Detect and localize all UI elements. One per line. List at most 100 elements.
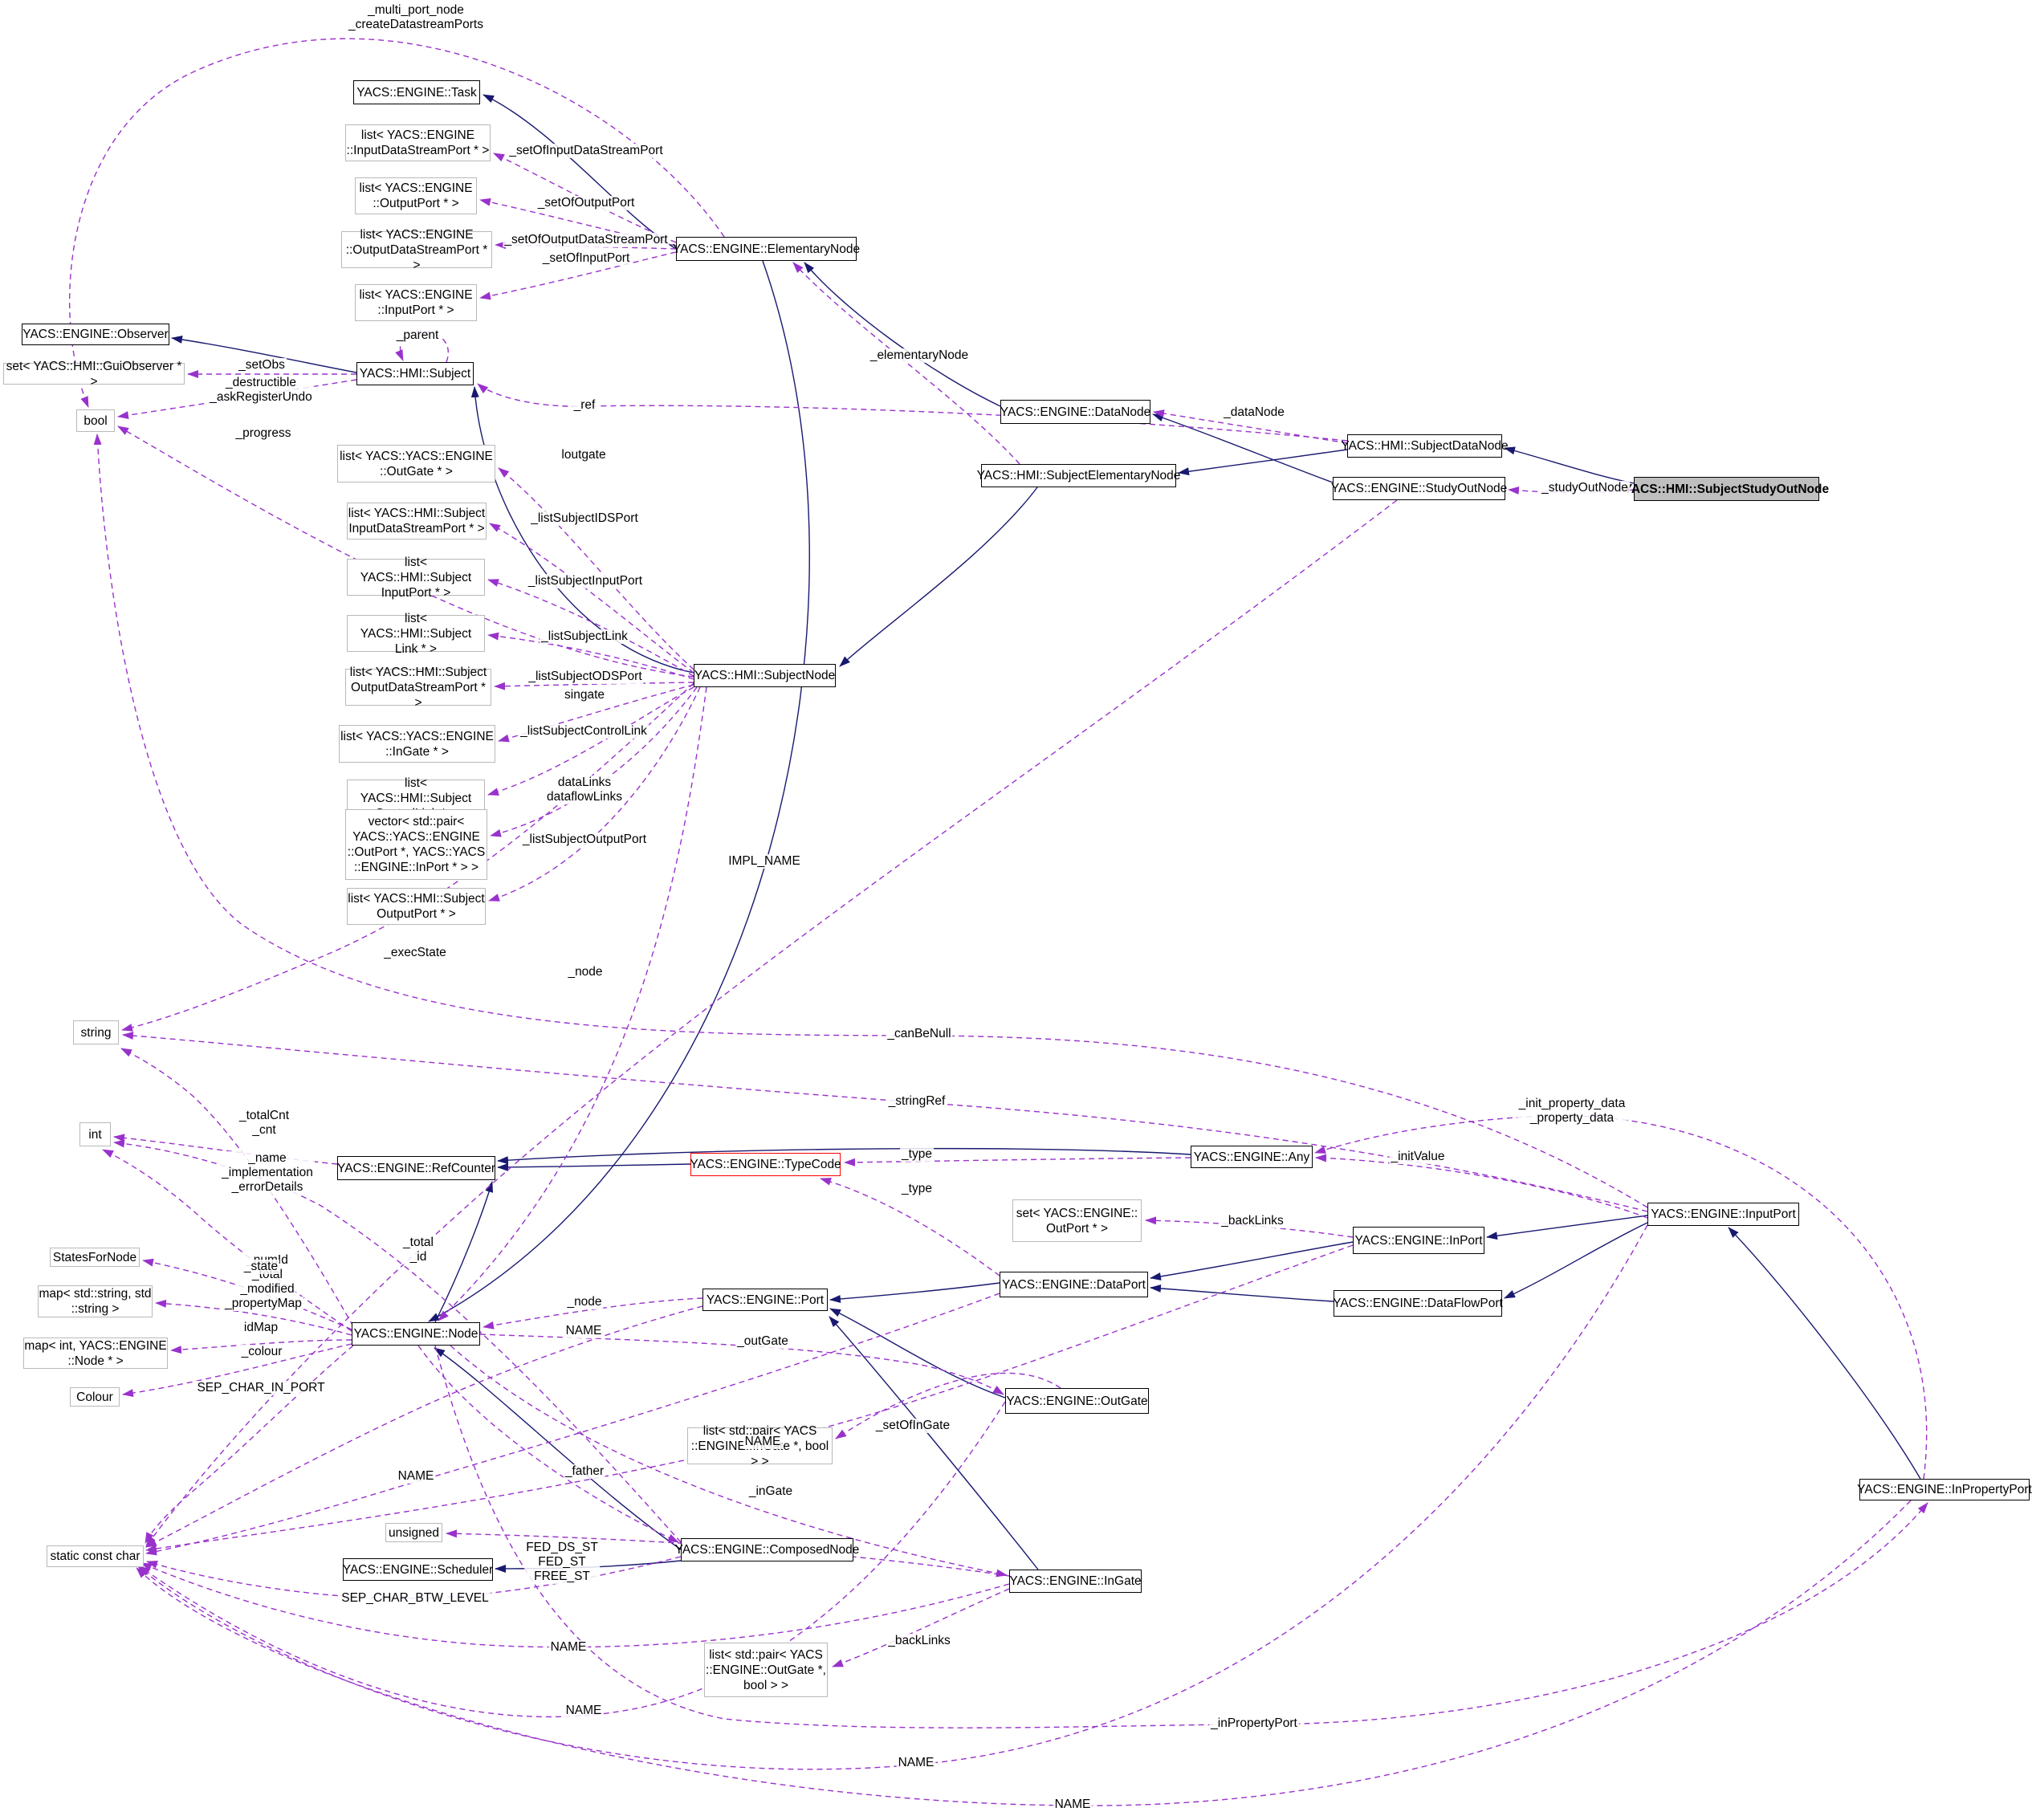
edge-label--backlinks: _backLinks <box>1220 1214 1285 1228</box>
edge-assoc-subject-data-node-to-data-node <box>1153 409 1348 444</box>
class-box-unsigned: unsigned <box>385 1523 442 1542</box>
edge-inherit-out-gate-to-port <box>829 1308 1006 1399</box>
edge-inherit-study-out-node-to-data-node <box>1152 413 1334 483</box>
edge-label--listsubjectlink: _listSubjectLink <box>540 629 629 644</box>
edge-label--parent: _parent <box>394 328 441 343</box>
edge-assoc-port-to-static-const-char <box>145 1305 703 1548</box>
class-box-list-subj-inputport: list< YACS::HMI::Subject InputPort * > <box>347 556 485 600</box>
edge-label--datanode: _dataNode <box>1222 405 1286 420</box>
class-box-data-flow-port[interactable]: YACS::ENGINE::DataFlowPort <box>1333 1290 1503 1317</box>
class-box-composed-node[interactable]: YACS::ENGINE::ComposedNode <box>675 1538 859 1561</box>
edge-assoc-node-to-states-for-node <box>142 1258 352 1330</box>
edge-assoc-node-to-map-string-string <box>155 1299 352 1336</box>
edge-assoc-input-port-to-bool <box>93 434 1648 1208</box>
edge-label--node: _node <box>565 1295 604 1309</box>
edge-assoc-any-to-type-code <box>844 1157 1191 1167</box>
class-box-subject[interactable]: YACS::HMI::Subject <box>356 362 474 385</box>
edge-label-loutgate: loutgate <box>560 448 608 462</box>
edge-label--setofingate: _setOfInGate <box>873 1419 952 1433</box>
class-box-any[interactable]: YACS::ENGINE::Any <box>1191 1146 1313 1168</box>
edge-label--stringref: _stringRef <box>886 1094 947 1109</box>
class-box-list-subj-idsp: list< YACS::HMI::Subject InputDataStream… <box>347 503 487 539</box>
class-box-elementary-node[interactable]: YACS::ENGINE::ElementaryNode <box>673 237 860 261</box>
edge-assoc-subject-data-node-to-subject <box>477 383 1348 442</box>
edge-label--inpropertyport: _inPropertyPort <box>1209 1716 1299 1731</box>
edge-assoc-in-property-port-to-any <box>1314 1115 1928 1480</box>
edge-assoc-node-to-out-gate <box>479 1333 1004 1395</box>
class-box-in-port[interactable]: YACS::ENGINE::InPort <box>1353 1227 1484 1254</box>
edge-label--setofoutputport: _setOfOutputPort <box>535 196 637 210</box>
edge-label-name: NAME <box>743 1435 783 1449</box>
class-box-int: int <box>79 1122 111 1146</box>
class-box-input-port[interactable]: YACS::ENGINE::InputPort <box>1647 1203 1799 1226</box>
edge-inherit-input-port-to-data-flow-port <box>1504 1222 1648 1299</box>
edge-inherit-subject-to-observer <box>171 336 357 373</box>
class-box-type-code[interactable]: YACS::ENGINE::TypeCode <box>690 1153 841 1176</box>
class-box-in-property-port[interactable]: YACS::ENGINE::InPropertyPort <box>1857 1479 2032 1500</box>
edge-label--studyoutnode: _studyOutNode <box>1540 481 1630 495</box>
class-box-subject-study-out-node: YACS::HMI::SubjectStudyOutNode <box>1624 477 1829 501</box>
edge-assoc-subject-node-to-list-subj-inputport <box>487 579 694 677</box>
class-box-subject-node[interactable]: YACS::HMI::SubjectNode <box>694 664 836 687</box>
edge-label--ref: _ref <box>572 398 597 413</box>
edge-assoc-out-gate-to-list-pair-ingate <box>835 1372 1061 1439</box>
class-box-task[interactable]: YACS::ENGINE::Task <box>353 80 480 104</box>
class-box-observer[interactable]: YACS::ENGINE::Observer <box>22 324 169 345</box>
edge-assoc-node-to-static-const-char <box>145 1345 354 1544</box>
class-box-list-pair-outgate: list< std::pair< YACS ::ENGINE::OutGate … <box>704 1643 828 1697</box>
edge-inherit-subject-node-to-subject <box>470 386 694 674</box>
edge-label-impl-name: IMPL_NAME <box>727 854 802 869</box>
edge-label--colour: _colour <box>239 1345 284 1359</box>
edge-inherit-input-port-to-in-port <box>1486 1215 1648 1240</box>
class-box-subject-elementary-node[interactable]: YACS::HMI::SubjectElementaryNode <box>977 464 1180 487</box>
edge-label--setofinputport: _setOfInputPort <box>540 251 632 266</box>
class-box-states-for-node: StatesForNode <box>50 1248 140 1267</box>
class-box-port[interactable]: YACS::ENGINE::Port <box>702 1289 828 1311</box>
edge-inherit-any-to-ref-counter <box>497 1147 1191 1165</box>
class-box-ref-counter[interactable]: YACS::ENGINE::RefCounter <box>337 1156 495 1180</box>
edge-label-name: NAME <box>396 1469 436 1484</box>
edge-label--type: _type <box>900 1182 934 1196</box>
edge-label-name: NAME <box>564 1324 604 1338</box>
class-box-scheduler[interactable]: YACS::ENGINE::Scheduler <box>343 1558 493 1581</box>
edge-label--setobs: _setObs <box>237 358 287 373</box>
edge-assoc-node-to-composed-node <box>417 1345 679 1543</box>
class-box-study-out-node[interactable]: YACS::ENGINE::StudyOutNode <box>1331 477 1507 500</box>
edge-label--node: _node <box>566 965 605 979</box>
class-box-node[interactable]: YACS::ENGINE::Node <box>352 1322 480 1346</box>
edge-assoc-subject-node-to-vector-pair <box>490 686 698 837</box>
edge-label--setofinputdatastreamport: _setOfInputDataStreamPort <box>507 144 665 158</box>
edge-assoc-out-gate-to-static-const-char <box>139 1401 1006 1718</box>
edge-label--listsubjectoutputport: _listSubjectOutputPort <box>520 833 649 847</box>
edge-inherit-data-flow-port-to-data-port <box>1150 1284 1334 1302</box>
edge-label--execstate: _execState <box>382 946 448 960</box>
edge-assoc-composed-node-to-int <box>113 1139 682 1543</box>
edge-label--listsubjectodsport: _listSubjectODSPort <box>527 670 644 684</box>
edge-label-singate: singate <box>563 688 606 702</box>
edge-label--listsubjectcontrollink: _listSubjectControlLink <box>519 724 649 739</box>
edge-assoc-data-port-to-static-const-char <box>145 1293 1000 1556</box>
edge-assoc-node-to-in-gate <box>450 1345 1008 1578</box>
class-box-out-gate[interactable]: YACS::ENGINE::OutGate <box>1005 1388 1149 1414</box>
edge-assoc-subject-node-to-node <box>438 686 707 1321</box>
class-box-map-int-node: map< int, YACS::ENGINE ::Node * > <box>23 1338 168 1369</box>
class-box-data-port[interactable]: YACS::ENGINE::DataPort <box>1000 1272 1148 1297</box>
edge-assoc-node-to-in-property-port <box>434 1345 1928 1728</box>
edge-inherit-subject-elementary-node-to-subject-node <box>839 487 1038 667</box>
edge-assoc-elementary-node-to-bool <box>68 38 725 408</box>
edge-assoc-elementary-node-to-list-input-port <box>479 251 677 300</box>
class-box-subject-data-node[interactable]: YACS::HMI::SubjectDataNode <box>1341 434 1509 458</box>
class-box-in-gate[interactable]: YACS::ENGINE::InGate <box>1009 1570 1142 1593</box>
edge-label--totalcnt-cnt: _totalCnt _cnt <box>237 1109 291 1138</box>
edge-assoc-in-gate-to-static-const-char <box>140 1562 1010 1648</box>
edge-label-name: NAME <box>1053 1798 1093 1812</box>
edge-inherit-in-port-to-data-port <box>1150 1241 1354 1281</box>
edge-label-idmap: idMap <box>242 1321 280 1335</box>
class-box-string: string <box>73 1020 119 1044</box>
edge-label--type: _type <box>900 1147 934 1162</box>
class-box-data-node[interactable]: YACS::ENGINE::DataNode <box>1000 400 1150 424</box>
edge-assoc-data-port-to-type-code <box>820 1177 1000 1276</box>
edge-label--ingate: _inGate <box>747 1484 795 1499</box>
edge-label--listsubjectinputport: _listSubjectInputPort <box>526 574 645 588</box>
